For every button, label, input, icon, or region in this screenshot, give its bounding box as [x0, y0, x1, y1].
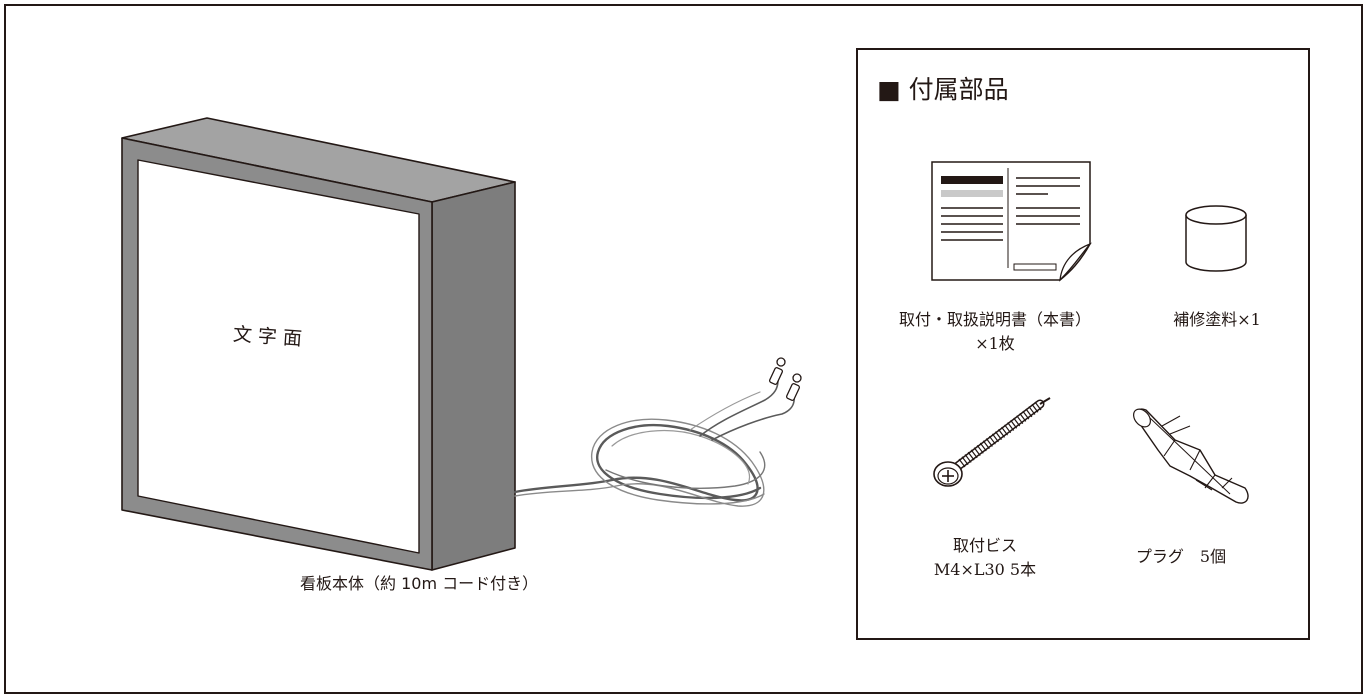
screw-thread [1034, 401, 1042, 411]
screw-label-line1: 取付ビス [952, 536, 1017, 555]
diagram-artwork [121, 117, 1249, 571]
screw-thread [976, 444, 984, 454]
sign-face-panel [137, 159, 420, 554]
cord-terminals [769, 357, 802, 401]
screw-thread [991, 433, 999, 443]
accessory-heading: ■ 付属部品 [877, 75, 1009, 104]
screw-thread [988, 435, 996, 445]
screw-thread [1031, 403, 1039, 413]
screw-thread [967, 451, 975, 461]
screw-thread [970, 449, 978, 459]
screw-thread [973, 447, 981, 456]
touch-up-paint-icon [1185, 205, 1247, 272]
paint-label: 補修塗料×1 [1173, 310, 1261, 329]
screw-thread [1016, 415, 1024, 425]
screw-thread [1019, 413, 1027, 422]
screw-thread [994, 431, 1002, 441]
screw-thread [998, 428, 1006, 438]
screw-thread [979, 442, 987, 452]
screw-thread [1010, 419, 1018, 429]
manual-label-line2: ×1枚 [975, 334, 1015, 353]
screw-thread [958, 458, 966, 468]
screw-thread [1007, 422, 1015, 431]
manual-document-icon [931, 161, 1093, 282]
screw-thread [1028, 406, 1036, 415]
sign-face-label: 文字面 [232, 323, 309, 351]
power-cord [513, 379, 795, 507]
screw-thread [1025, 408, 1033, 418]
screw-thread [961, 456, 969, 466]
accessory-parts-box [856, 48, 1310, 640]
parts-diagram: 文字面 看板本体（約 10m コード付き） ■ 付属部品 取付・取扱説明書（本書… [4, 4, 1363, 694]
screw-thread [1004, 424, 1012, 434]
sign-box [121, 117, 516, 571]
manual-label-line1: 取付・取扱説明書（本書） [898, 310, 1091, 329]
screw-thread [1013, 417, 1021, 427]
screw-thread [1001, 426, 1009, 436]
sign-caption: 看板本体（約 10m コード付き） [300, 574, 539, 593]
sign-side-face [431, 181, 516, 571]
screw-label-line2: M4×L30 5本 [933, 560, 1037, 579]
screw-thread [982, 440, 990, 450]
plug-label: プラグ 5個 [1135, 547, 1227, 566]
screw-thread [1022, 410, 1030, 420]
wall-plug-icon [1133, 408, 1249, 504]
mounting-screw-icon [933, 397, 1051, 487]
screw-thread [964, 454, 972, 463]
screw-thread [985, 438, 993, 447]
